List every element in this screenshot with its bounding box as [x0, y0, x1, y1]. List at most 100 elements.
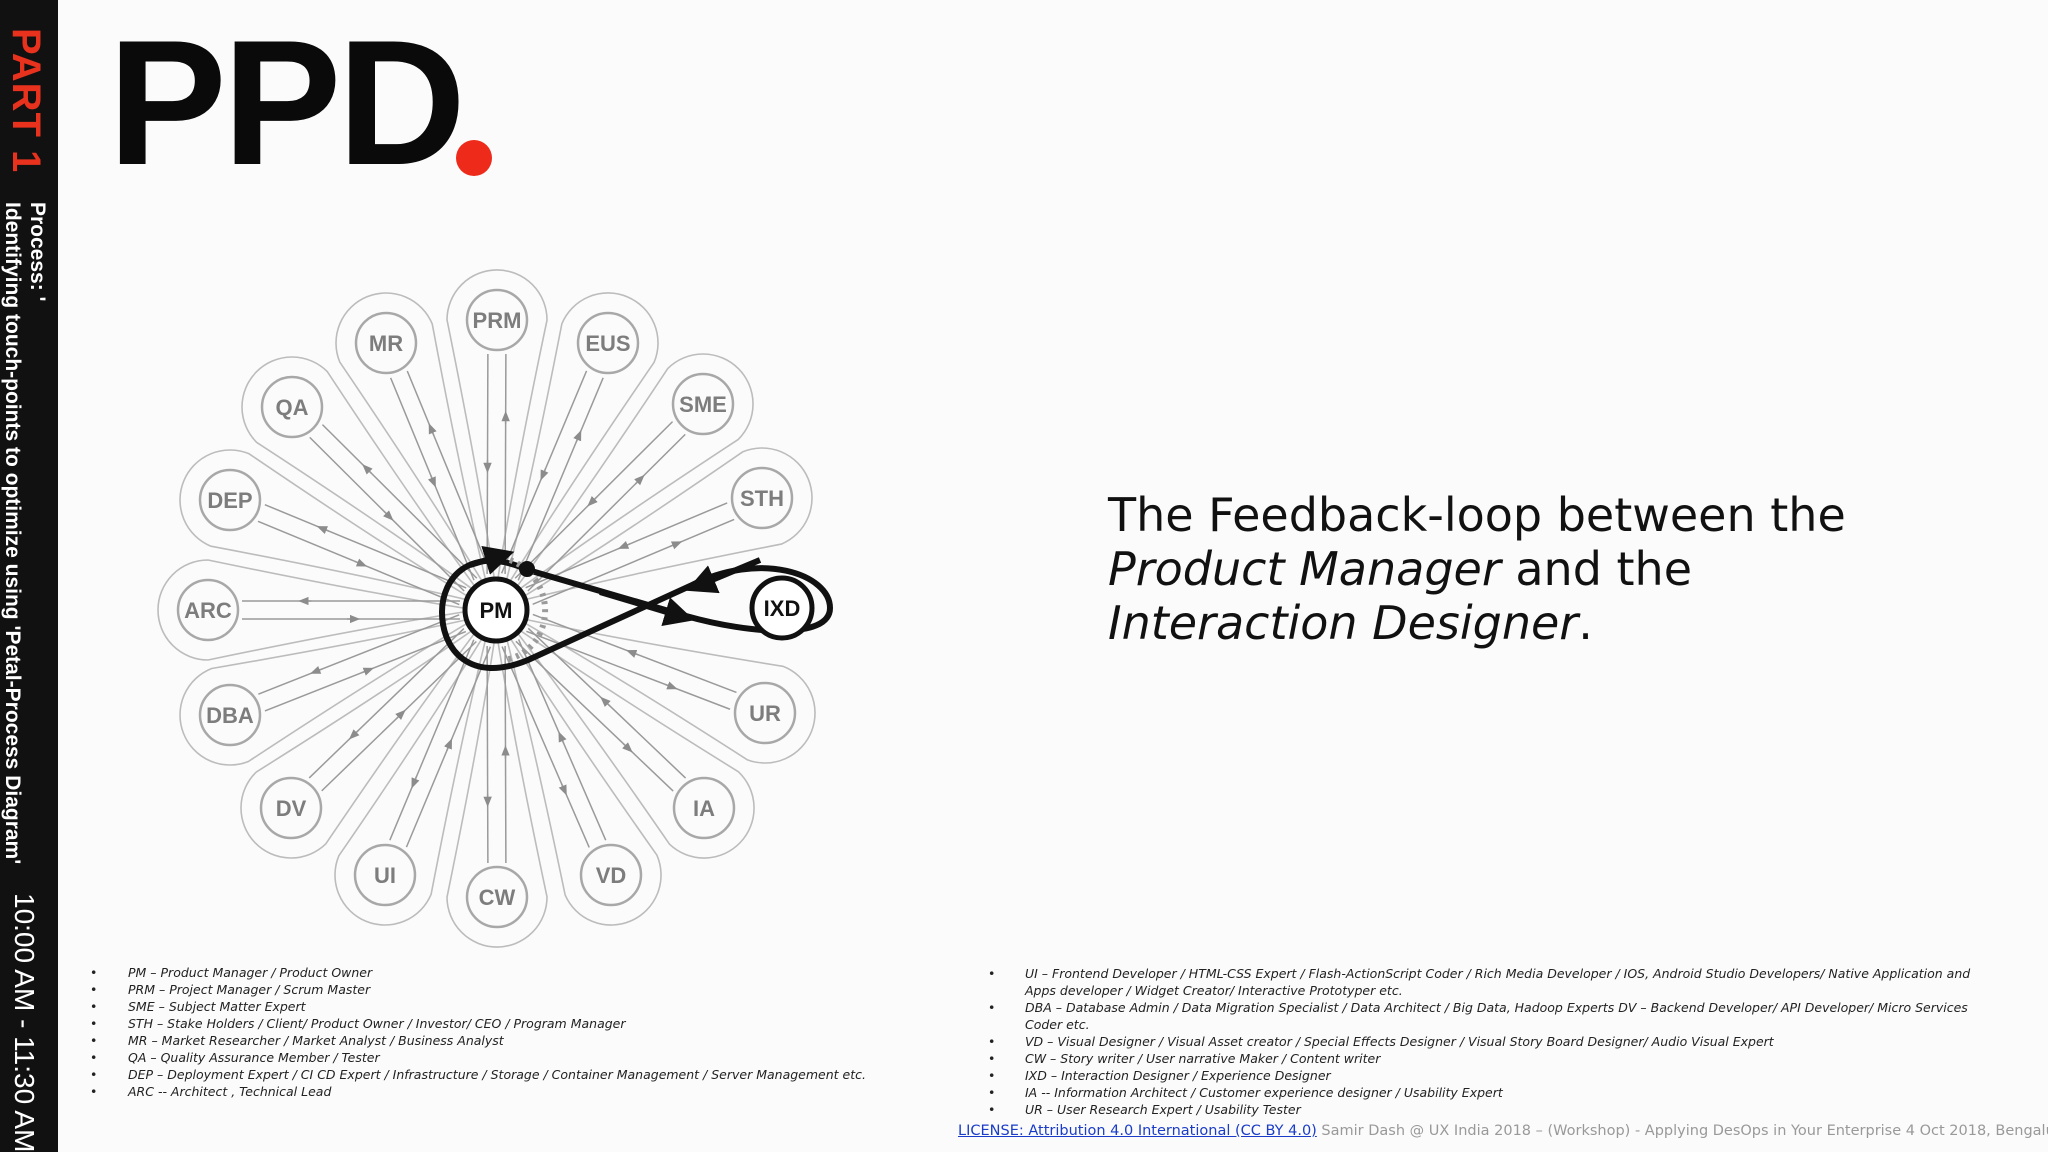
petal-outline: [514, 616, 816, 764]
flow-line-out: [321, 424, 478, 579]
flow-arrow-in: [444, 738, 452, 751]
flow-arrow-out: [622, 742, 633, 753]
flow-line-out: [264, 503, 467, 589]
flow-arrow-in: [600, 696, 611, 708]
legend-item: VD – Visual Designer / Visual Asset crea…: [988, 1033, 1985, 1050]
legend-item: ARC -- Architect , Technical Lead: [90, 1083, 866, 1100]
petal-node-label: EUS: [585, 331, 630, 356]
petal-node: [730, 466, 794, 530]
legend-item: DEP – Deployment Expert / CI CD Expert /…: [90, 1066, 866, 1083]
hub-node: [462, 576, 530, 644]
petal-node: [198, 683, 262, 747]
flow-arrow-out: [411, 776, 420, 789]
legend-item: IA -- Information Architect / Customer e…: [988, 1084, 1985, 1101]
legend-item: UR – User Research Expert / Usability Te…: [988, 1101, 1985, 1118]
petal-node: [671, 372, 735, 436]
flow-arrow-out: [669, 541, 683, 550]
loop-arrow-in: [686, 557, 762, 594]
petal-node-label: CW: [479, 885, 516, 910]
footer-credit: Samir Dash @ UX India 2018 – (Workshop) …: [1316, 1123, 2048, 1139]
petal-node: [353, 843, 417, 907]
petal-node-label: DEP: [207, 488, 252, 513]
flow-line-out: [406, 370, 492, 574]
flow-line-out: [486, 646, 489, 864]
license-link[interactable]: LICENSE: Attribution 4.0 International (…: [958, 1123, 1317, 1139]
petal-node-label: VD: [596, 863, 627, 888]
legend-item: DBA – Database Admin / Data Migration Sp…: [988, 999, 1985, 1033]
petal-outline: [179, 616, 478, 766]
petal-node-label: UI: [374, 863, 396, 888]
flow-arrow-out: [634, 474, 645, 486]
petal-outline: [446, 629, 548, 948]
petal-node: [260, 375, 324, 439]
petal-outline: [514, 447, 813, 604]
petal-node-label: STH: [740, 486, 784, 511]
feedback-loop: PM IXD: [439, 545, 833, 672]
petal-node-label: SME: [679, 392, 727, 417]
petal-outline: [334, 628, 490, 926]
petal-node: [354, 311, 418, 375]
headline-line1: The Feedback-loop between the: [1108, 488, 1846, 542]
petal-node-label: PRM: [473, 308, 522, 333]
flow-arrow-out: [664, 681, 678, 690]
petal-node-label: MR: [369, 331, 403, 356]
headline-interaction-designer: Interaction Designer: [1108, 596, 1579, 650]
petal-outline: [241, 356, 483, 597]
flow-line-out: [532, 518, 735, 606]
flow-arrow-out: [558, 783, 567, 796]
headline-line3: Interaction Designer.: [1108, 596, 1968, 650]
petal-node: [176, 578, 240, 642]
petal-node: [733, 681, 797, 745]
petal-outline: [157, 559, 477, 661]
flow-arrow-in: [395, 709, 406, 721]
flow-line-out: [517, 377, 604, 581]
petal-node: [259, 776, 323, 840]
flow-line-out: [526, 630, 731, 710]
legend-right: UI – Frontend Developer / HTML-CSS Exper…: [988, 965, 1985, 1118]
flow-arrow-in: [617, 540, 631, 549]
flow-arrow-in: [354, 558, 368, 567]
petal-outline: [502, 292, 659, 592]
petal-outlines: [157, 269, 816, 948]
headline-product-manager: Product Manager: [1108, 542, 1501, 596]
flow-line-out: [389, 639, 475, 841]
flow-arrow-out: [428, 423, 437, 436]
petal-outline: [179, 449, 478, 604]
flow-line-out: [504, 354, 507, 575]
petal-outline: [446, 269, 548, 591]
petal-outline: [240, 623, 483, 859]
loop-arrow-pm: [469, 545, 515, 575]
flow-arrow-in: [626, 649, 639, 658]
petal-node-label: ARC: [184, 598, 232, 623]
flow-line-out: [258, 614, 460, 695]
flow-arrow-in: [383, 510, 394, 521]
petal-node: [198, 468, 262, 532]
ppd-logo: PPD: [108, 3, 466, 202]
flow-arrow-out: [348, 729, 360, 740]
flow-arrow-in: [361, 667, 374, 676]
petal-node: [579, 843, 643, 907]
headline-line2-rest: and the: [1500, 542, 1693, 596]
flow-arrow-in: [587, 496, 598, 507]
petal-outline: [335, 292, 490, 592]
ixd-node: [749, 575, 815, 641]
legend-item: IXD – Interaction Designer / Experience …: [988, 1067, 1985, 1084]
flow-arrow-out: [316, 526, 330, 535]
flow-arrow-out: [573, 430, 582, 443]
legend-left: PM – Product Manager / Product Owner PRM…: [90, 964, 866, 1100]
headline: The Feedback-loop between the Product Ma…: [1108, 488, 1968, 650]
petal-node-label: DBA: [206, 703, 254, 728]
flow-line-out: [308, 627, 465, 779]
flow-line-out: [501, 646, 590, 848]
legend-item: MR – Market Researcher / Market Analyst …: [90, 1032, 866, 1049]
petal-node: [576, 311, 640, 375]
flow-arrow-in: [558, 731, 567, 744]
flow-arrow-in: [540, 468, 549, 481]
flow-line-out: [527, 433, 686, 592]
legend-item: CW – Story writer / User narrative Maker…: [988, 1050, 1985, 1067]
flow-arrow-out: [309, 665, 323, 674]
petal-node: [465, 288, 529, 352]
legend-item: UI – Frontend Developer / HTML-CSS Exper…: [988, 965, 1985, 999]
flow-line-out: [515, 640, 674, 792]
petal-outline: [503, 627, 662, 926]
